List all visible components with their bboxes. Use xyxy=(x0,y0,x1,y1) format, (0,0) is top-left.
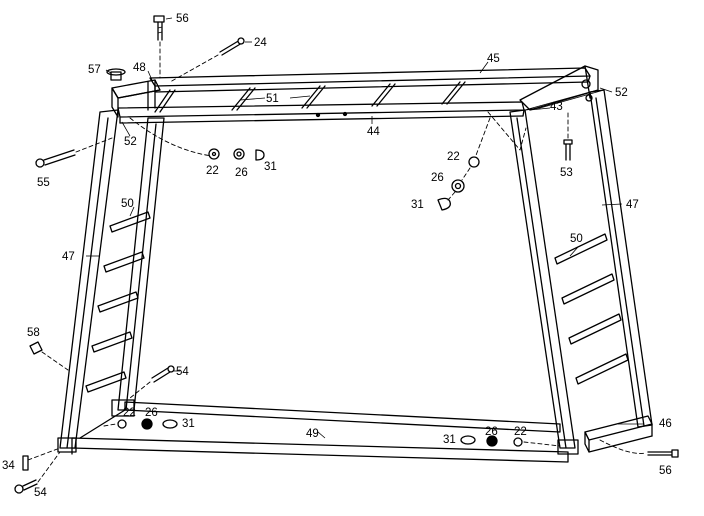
bracket-34 xyxy=(22,447,61,471)
label-50-right: 50 xyxy=(570,233,583,245)
nut-set-bottom-right xyxy=(460,435,561,447)
label-47-left: 47 xyxy=(62,251,75,263)
top-left-end-bracket xyxy=(111,79,161,118)
label-55: 55 xyxy=(37,177,50,189)
nut-set-bottom-left xyxy=(103,418,178,430)
screw-24 xyxy=(169,37,245,83)
label-57: 57 xyxy=(88,64,101,76)
label-24: 24 xyxy=(254,37,267,49)
label-22-top-right: 22 xyxy=(447,151,460,163)
right-inner-leg xyxy=(509,109,579,455)
bottom-back-rail xyxy=(124,401,561,433)
label-31-top-right: 31 xyxy=(411,199,424,211)
bolt-54-mid xyxy=(129,365,175,399)
label-50-left: 50 xyxy=(121,198,134,210)
bolt-54-bottom xyxy=(14,451,61,494)
right-foot-46 xyxy=(584,415,653,453)
label-26-bottom-left: 26 xyxy=(145,407,158,419)
left-ladder-rungs xyxy=(85,211,151,393)
label-58: 58 xyxy=(27,327,40,339)
nut-set-top-right xyxy=(437,111,527,211)
label-56-top: 56 xyxy=(176,13,189,25)
label-22-top-left: 22 xyxy=(206,165,219,177)
label-54-bottom: 54 xyxy=(34,487,47,499)
label-26-bottom-right: 26 xyxy=(485,426,498,438)
label-56-bottom: 56 xyxy=(659,465,672,477)
label-51: 51 xyxy=(266,93,279,105)
label-22-bottom-left: 22 xyxy=(123,407,136,419)
right-ladder-rungs xyxy=(554,233,629,385)
nut-set-top-left xyxy=(129,117,265,161)
top-ladder-rungs xyxy=(154,81,466,113)
label-49: 49 xyxy=(306,428,319,440)
label-54-mid: 54 xyxy=(176,366,189,378)
bolt-56-bottom xyxy=(599,439,679,458)
label-26-top-left: 26 xyxy=(235,167,248,179)
label-46: 46 xyxy=(659,418,672,430)
label-52-right: 52 xyxy=(615,87,628,99)
top-right-end-bracket xyxy=(519,65,599,111)
label-45: 45 xyxy=(487,53,500,65)
top-front-rail xyxy=(117,101,525,124)
screw-53 xyxy=(563,109,573,161)
label-26-top-right: 26 xyxy=(431,172,444,184)
hardware xyxy=(14,15,679,494)
cap-57 xyxy=(106,68,126,81)
label-31-top-left: 31 xyxy=(264,161,277,173)
bolt-55 xyxy=(35,137,113,168)
top-back-rail xyxy=(149,67,591,93)
label-31-bottom-right: 31 xyxy=(443,434,456,446)
label-48: 48 xyxy=(133,62,146,74)
right-side-ladder xyxy=(509,89,653,455)
leader-lines xyxy=(86,17,644,439)
left-outer-leg xyxy=(57,109,119,453)
bottom-frame xyxy=(71,401,569,463)
bottom-front-rail xyxy=(71,437,569,463)
left-side-ladder xyxy=(57,109,165,453)
label-53: 53 xyxy=(560,167,573,179)
label-31-bottom-left: 31 xyxy=(182,418,195,430)
label-47-right: 47 xyxy=(626,199,639,211)
label-44: 44 xyxy=(367,126,380,138)
callout-labels: 56 24 57 48 45 52 43 51 52 44 55 22 26 3… xyxy=(2,13,672,499)
label-34: 34 xyxy=(2,460,15,472)
bolt-56-top xyxy=(153,15,165,79)
right-outer-leg xyxy=(589,89,653,428)
label-22-bottom-right: 22 xyxy=(514,426,527,438)
cap-58 xyxy=(29,341,69,371)
label-43: 43 xyxy=(550,101,563,113)
label-52-left: 52 xyxy=(124,136,137,148)
